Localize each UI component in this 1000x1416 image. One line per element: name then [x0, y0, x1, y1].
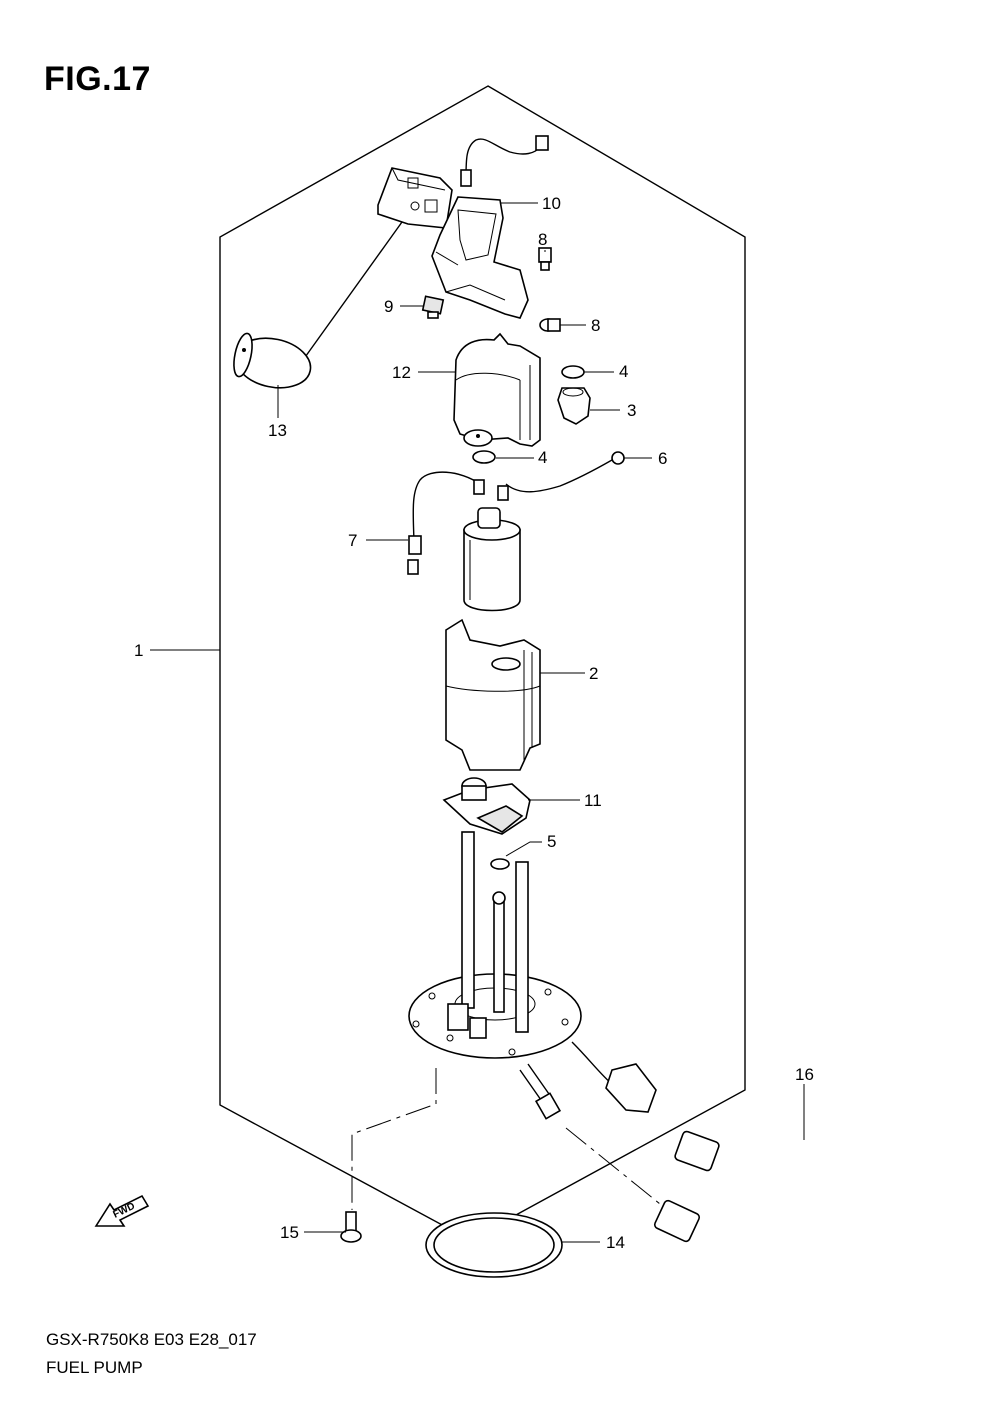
fuel-filter [442, 777, 531, 835]
wiring-bracket [431, 196, 529, 319]
figure-title: FIG.17 [44, 60, 151, 98]
callout-13: 13 [268, 421, 287, 440]
callout-8-upper: 8 [538, 230, 547, 249]
wire-terminal [460, 169, 472, 187]
part-name: FUEL PUMP [46, 1358, 143, 1377]
callout-12: 12 [392, 363, 411, 382]
callout-8-lower: 8 [591, 316, 600, 335]
callout-5: 5 [547, 832, 556, 851]
o-ring-5 [490, 858, 510, 870]
clip-9 [421, 295, 445, 319]
pump-base-plate [408, 831, 582, 1059]
pump-holder [445, 618, 541, 771]
ground-wire-6 [505, 451, 625, 493]
callout-16: 16 [795, 1065, 814, 1084]
gasket-ring-14 [425, 1212, 563, 1278]
callout-4-lower: 4 [538, 448, 547, 467]
wire-harness-7 [407, 471, 509, 575]
forward-direction-arrow: FWD [94, 1194, 150, 1227]
callout-14: 14 [606, 1233, 625, 1252]
o-ring-4-lower [472, 450, 496, 464]
callout-leader-lines [150, 202, 805, 1243]
fuel-hose-16 [653, 1130, 834, 1243]
callout-15: 15 [280, 1223, 299, 1242]
assembly-guide-lines [351, 1068, 661, 1210]
callout-11: 11 [584, 791, 602, 810]
top-wire-lead [465, 138, 542, 179]
model-code: GSX-R750K8 E03 E28_017 [46, 1330, 257, 1349]
fuel-level-gauge-float [233, 221, 403, 389]
callout-3: 3 [627, 401, 636, 420]
o-ring-4-upper [561, 365, 585, 379]
callout-1: 1 [134, 641, 143, 660]
bolt-15 [340, 1211, 362, 1243]
callout-2: 2 [589, 664, 598, 683]
bolt-8-lower [539, 318, 561, 332]
fuel-pump-motor [463, 507, 521, 612]
callout-10: 10 [542, 194, 561, 213]
callout-4-upper: 4 [619, 362, 628, 381]
fuel-pump-case [453, 332, 541, 447]
wire-terminal [535, 135, 549, 151]
callout-9: 9 [384, 297, 393, 316]
pump-connector-cable [571, 1041, 657, 1113]
callout-6: 6 [658, 449, 667, 468]
callout-7: 7 [348, 531, 357, 550]
fuel-level-sender-head [377, 167, 453, 229]
bolt-8-upper [538, 247, 552, 271]
fuel-pressure-regulator [557, 387, 591, 425]
